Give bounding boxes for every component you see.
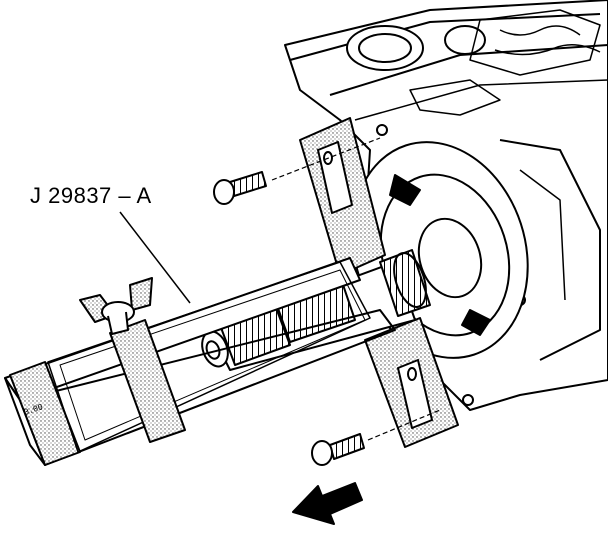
upper-bolt [213, 137, 381, 205]
wing-nut [79, 277, 153, 335]
alignment-tool: 0.00 [4, 257, 396, 466]
direction-arrow [292, 482, 363, 525]
callout-leader-line [119, 211, 191, 304]
tool-callout-label: J 29837 – A [30, 183, 152, 208]
lower-mounting-bracket [364, 317, 459, 448]
upper-mounting-bracket [299, 117, 386, 276]
input-shaft [201, 249, 431, 371]
lower-bolt [311, 409, 441, 466]
